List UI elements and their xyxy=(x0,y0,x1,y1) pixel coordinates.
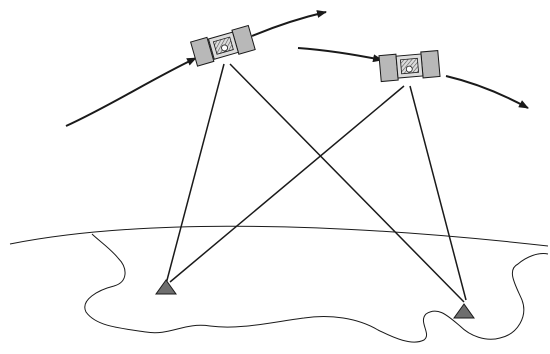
horizon-line xyxy=(9,225,549,247)
ground-station-right xyxy=(453,303,475,319)
link-sat-b-to-right-station xyxy=(409,85,467,301)
link-sat-a-to-right-station xyxy=(229,63,465,303)
ground-station-left xyxy=(155,279,177,295)
link-sat-b-to-left-station xyxy=(169,85,405,283)
orbit-arrow-1 xyxy=(65,57,197,127)
orbit-arrow-3 xyxy=(297,47,383,63)
landmass-outline xyxy=(84,233,549,343)
solar-panel-left xyxy=(378,53,399,83)
solar-panel-right xyxy=(420,49,441,79)
link-sat-a-to-left-station xyxy=(165,63,225,285)
solar-panel-left xyxy=(189,36,215,67)
satellite-b xyxy=(378,49,441,83)
orbit-arrow-2 xyxy=(251,10,327,37)
satellite-a xyxy=(189,24,256,67)
orbit-arrow-4 xyxy=(445,75,529,109)
